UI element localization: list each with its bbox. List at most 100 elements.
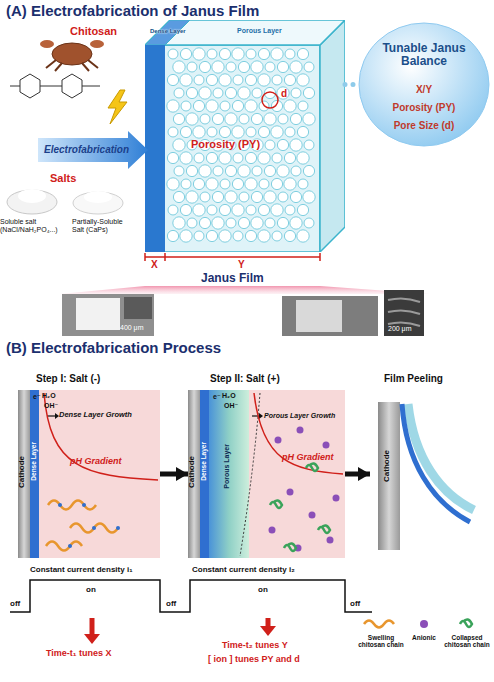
pore <box>252 166 262 176</box>
pore <box>206 100 218 112</box>
porous-layer: Porous Layer <box>209 390 249 558</box>
pore <box>251 217 263 229</box>
photo-porous-side <box>282 296 378 336</box>
node-text: Dense Layer <box>30 442 37 481</box>
pore <box>265 62 275 72</box>
crab-claw <box>40 40 54 48</box>
dense-layer: Dense Layer <box>200 390 209 558</box>
step-panel: Step II: Salt (+)Porous Layer GrowthpH G… <box>188 390 345 558</box>
node-text: Cathode <box>383 450 392 482</box>
swelling-chain <box>48 501 96 510</box>
pore <box>193 204 205 216</box>
pore <box>186 191 198 203</box>
pore <box>291 166 301 176</box>
crab-claw <box>90 40 104 48</box>
text-label: [ ion ] tunes PY and d <box>208 654 300 664</box>
pore <box>181 101 191 111</box>
pore <box>252 88 262 98</box>
text-label: Salts <box>50 172 76 184</box>
bubble-shape <box>359 23 489 146</box>
pore <box>193 126 205 138</box>
growth-arrow <box>252 415 259 416</box>
pore <box>303 191 315 203</box>
pore <box>173 217 185 229</box>
peeled-porous-layer <box>408 404 474 510</box>
pore <box>206 178 218 190</box>
pore <box>173 61 185 73</box>
node-subtext: Dense Layer Growth <box>59 411 132 419</box>
pore <box>284 230 295 241</box>
photo-dense-side <box>62 294 154 336</box>
ph-gradient-curve <box>254 393 343 474</box>
chain-unit <box>68 544 72 548</box>
pore <box>271 178 282 189</box>
pore <box>251 113 262 124</box>
pore <box>232 100 243 111</box>
pore <box>207 127 217 137</box>
pore <box>271 48 283 60</box>
node-text: Cathode <box>18 456 27 488</box>
pore <box>291 88 301 98</box>
film-side-face <box>320 20 345 252</box>
growth-front <box>240 393 260 556</box>
pore <box>187 218 197 228</box>
step-panel: Step I: Salt (-)Dense Layer GrowthpH Gra… <box>18 390 160 558</box>
pore <box>246 127 256 137</box>
text-label: (A) Electrofabrication of Janus Film <box>6 3 259 20</box>
text-label: off <box>10 600 20 609</box>
text-label: Constant current density i₁ <box>30 566 132 575</box>
pore <box>271 126 283 138</box>
glycosidic-bond <box>10 86 100 87</box>
text-label: OH⁻ <box>44 402 58 410</box>
anion <box>269 527 276 534</box>
pore <box>167 152 178 163</box>
legend-sample-swelling <box>364 621 394 628</box>
pore <box>180 204 191 215</box>
text-label: on <box>258 586 268 595</box>
pore <box>219 48 230 59</box>
pore <box>277 61 288 72</box>
text-label: e⁻ <box>213 393 221 401</box>
node-subtext: pH Gradient <box>282 452 334 462</box>
pore <box>232 178 243 189</box>
sugar-ring <box>62 74 82 98</box>
pore <box>258 152 270 164</box>
text-label: H₂O <box>222 392 236 400</box>
connector <box>160 472 188 477</box>
pore <box>174 166 184 176</box>
pore <box>271 204 283 216</box>
red-arrow-shaft <box>266 618 271 628</box>
pore <box>238 165 250 177</box>
pore <box>278 114 288 124</box>
pore <box>180 230 192 242</box>
pore <box>284 152 295 163</box>
node-text: Step II: Salt (+) <box>210 373 280 384</box>
pore <box>226 62 236 72</box>
pore <box>284 74 295 85</box>
thought-bubble: Tunable Janus BalanceX/YPorosity (PY)Por… <box>358 22 490 147</box>
red-arrow-head <box>84 634 100 644</box>
pore <box>199 217 210 228</box>
node-subtext: Porosity (PY) <box>358 102 490 113</box>
node-text: Cathode <box>188 456 197 488</box>
anion <box>287 489 294 496</box>
pore <box>199 87 211 99</box>
pore <box>173 191 184 202</box>
node-text: Step I: Salt (-) <box>36 373 100 384</box>
cathode-bar: Cathode <box>378 402 400 550</box>
pore <box>246 49 256 59</box>
pore <box>298 179 308 189</box>
text-label: off <box>350 600 360 609</box>
dimension-line <box>145 253 320 261</box>
node-subtext: Porosity (PY) <box>191 138 260 150</box>
anion <box>275 437 282 444</box>
swelling-chain <box>70 524 118 533</box>
pore <box>251 61 263 73</box>
pore <box>239 192 249 202</box>
anion <box>309 512 316 519</box>
pore <box>193 48 205 60</box>
film-outline <box>145 20 345 252</box>
pore <box>258 230 270 242</box>
pore <box>239 114 249 124</box>
pore <box>199 61 210 72</box>
